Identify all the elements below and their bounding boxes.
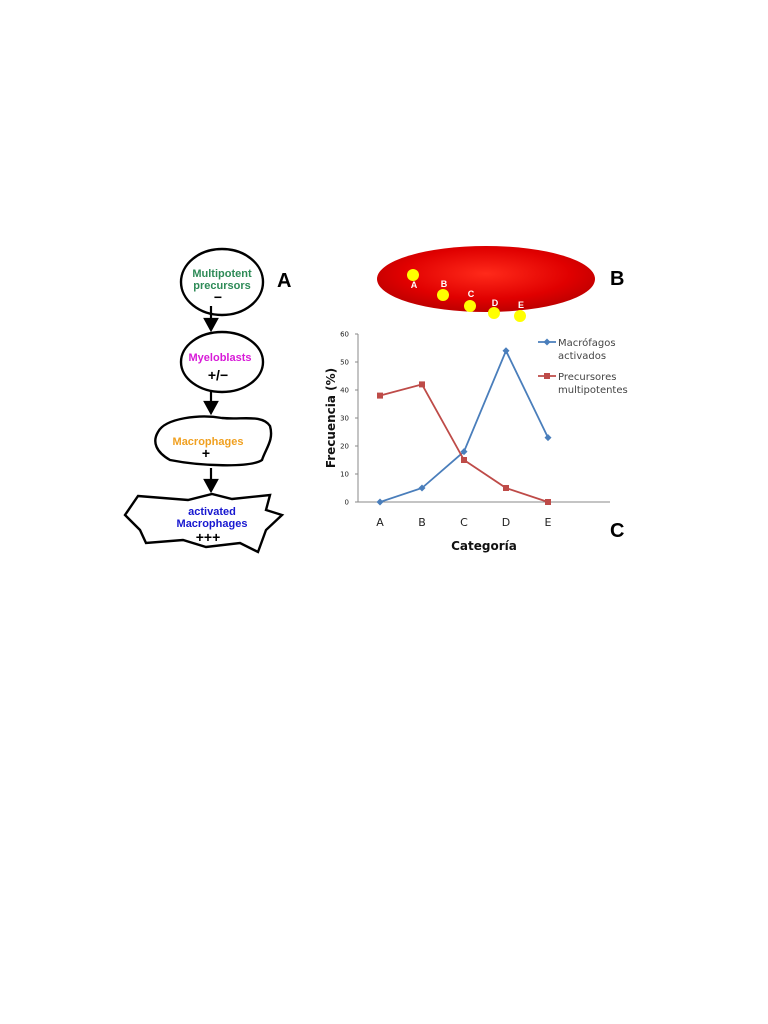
cell-dot-c: [464, 300, 476, 312]
series-line-0: [379, 348, 549, 503]
stage-sign-activated: +++: [196, 529, 221, 545]
x-tick-label: D: [502, 516, 510, 529]
y-tick-labels: 0 10 20 30 40 50 60: [340, 331, 358, 507]
arrow-head-3: [203, 478, 219, 494]
stage-shape-multipotent: [179, 247, 265, 317]
series-line-1: [379, 383, 549, 503]
stage-shape-activated-macrophages: [123, 492, 285, 554]
series-1-point: [419, 381, 425, 388]
series-0-point: [460, 448, 468, 456]
red-cell: [377, 246, 595, 312]
legend-label-1: Precursores: [558, 372, 616, 383]
series-1-point: [545, 499, 551, 505]
panel-label-c: C: [610, 520, 624, 542]
stage-sign-macrophages: +: [202, 445, 210, 461]
series-lines: [376, 347, 552, 506]
stage-shape-macrophages: [154, 415, 273, 467]
legend-label-0: activados: [558, 351, 606, 362]
y-tick-label: 10: [340, 471, 349, 479]
y-tick-label: 30: [340, 415, 349, 423]
stage-label-multipotent-2: precursors: [193, 280, 250, 292]
panel-label-b: B: [610, 268, 624, 290]
legend-marker-0: [543, 338, 551, 346]
cell-dot-e: [514, 310, 526, 322]
y-axis-title: Frecuencia (%): [324, 368, 338, 468]
y-tick-label: 20: [340, 443, 349, 451]
series-1-point: [461, 457, 467, 463]
series-0-point: [376, 498, 384, 506]
arrow-head-2: [203, 400, 219, 416]
series-1-point: [377, 392, 383, 399]
series-1-point: [503, 485, 509, 491]
stage-label-myeloblasts: Myeloblasts: [189, 352, 252, 364]
y-tick-label: 60: [340, 331, 349, 339]
panel-b-cell-diagram: A B C D E: [377, 246, 595, 322]
panel-c-line-chart: 0 10 20 30 40 50 60 A B C D E Macrófagos activadosP…: [324, 331, 628, 554]
stage-label-macrophages: Macrophages: [173, 436, 244, 448]
x-tick-label: A: [376, 516, 384, 529]
series-0-point: [418, 484, 426, 492]
y-tick-label: 50: [340, 359, 349, 367]
x-tick-label: E: [545, 516, 552, 529]
y-tick-label: 0: [345, 499, 349, 507]
flow-arrows: [203, 306, 219, 494]
legend-label-0: Macrófagos: [558, 337, 616, 349]
cell-dots: A B C D E: [407, 269, 526, 322]
panel-a-flow-diagram: Multipotent precursors − Myeloblasts +/−…: [123, 247, 285, 554]
x-tick-label: C: [460, 516, 468, 529]
panel-label-a: A: [277, 270, 291, 292]
x-axis-title: Categoría: [451, 539, 517, 553]
x-tick-labels: A B C D E: [376, 516, 551, 529]
cell-dot-label-d: D: [492, 298, 499, 308]
stage-sign-myeloblasts: +/−: [208, 367, 228, 383]
stage-shape-myeloblasts: [179, 330, 265, 394]
arrow-head-1: [203, 317, 219, 333]
cell-dot-a: [407, 269, 419, 281]
series-0-point: [544, 434, 552, 442]
cell-dot-d: [488, 307, 500, 319]
series-0-point: [502, 347, 510, 355]
stage-sign-multipotent: −: [214, 289, 222, 305]
stage-label-activated-1: activated: [188, 506, 236, 518]
legend-label-1: multipotentes: [558, 385, 628, 396]
y-tick-label: 40: [340, 387, 349, 395]
stage-label-activated-2: Macrophages: [177, 518, 248, 530]
cell-dot-label-a: A: [411, 280, 418, 290]
legend-marker-1: [544, 373, 550, 379]
stage-label-multipotent-1: Multipotent: [192, 268, 252, 280]
cell-dot-label-b: B: [441, 279, 448, 289]
cell-dot-b: [437, 289, 449, 301]
cell-dot-label-e: E: [518, 300, 524, 310]
cell-dot-label-c: C: [468, 289, 475, 299]
x-tick-label: B: [418, 516, 426, 529]
